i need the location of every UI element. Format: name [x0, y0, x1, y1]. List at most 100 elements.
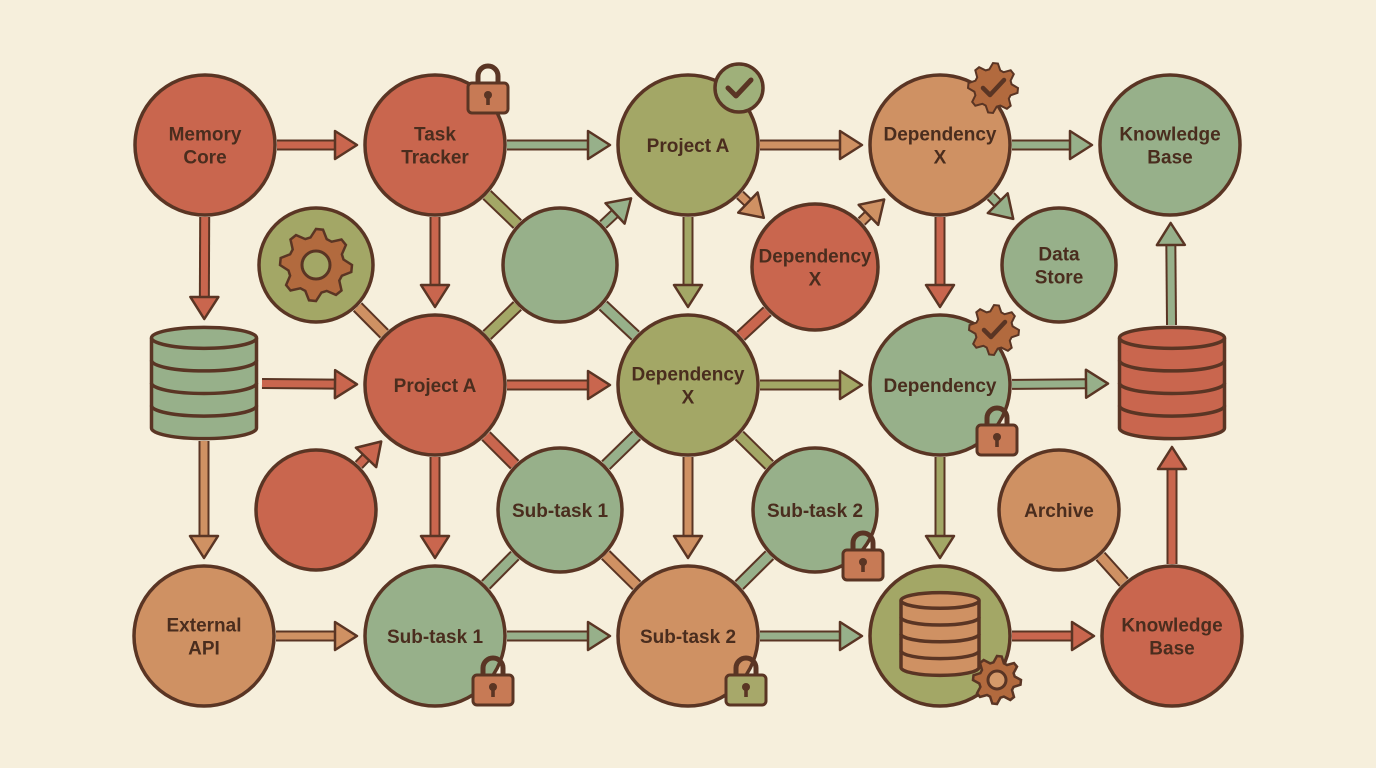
- node-subtask-2-mid-label: Sub-task 2: [767, 501, 863, 522]
- lock-icon: [471, 655, 515, 707]
- check-circle-icon: [713, 62, 765, 114]
- edge-green-unlabeled-to-project-a-top: [599, 197, 633, 229]
- databases-layer: [149, 325, 1227, 441]
- edge-knowledge-base-bottom-to-db-right: [1156, 445, 1188, 564]
- lock-icon: [724, 655, 768, 707]
- edge-green-unlabeled-to-dependency-x-center: [598, 300, 640, 341]
- edge-project-a-mid-to-dependency-x-center: [507, 369, 612, 401]
- node-dependency-x-top-label-line-1: Dependency: [884, 125, 997, 146]
- edge-subtask-2-bottom-to-db-node: [760, 620, 864, 652]
- node-knowledge-base-bottom-label-line-1: Knowledge: [1121, 616, 1222, 637]
- edge-green-unlabeled-to-project-a-mid: [482, 301, 522, 340]
- node-knowledge-base-bottom-label-line-2: Base: [1149, 639, 1194, 660]
- edge-gear-node-to-project-a-mid: [352, 302, 389, 339]
- lock-icon: [975, 405, 1019, 457]
- edge-memory-core-to-db-left: [189, 216, 220, 321]
- node-archive[interactable]: Archive: [997, 448, 1121, 572]
- badges-layer: [278, 61, 1023, 707]
- edge-subtask-1-bottom-to-subtask-2-bottom: [507, 620, 612, 652]
- node-unlabeled-red[interactable]: [254, 448, 378, 572]
- edge-subtask-1-mid-to-dependency-x-center: [601, 430, 642, 470]
- edge-db-left-to-project-a-mid: [261, 368, 359, 400]
- node-project-a-mid[interactable]: Project A: [363, 313, 507, 457]
- edge-project-a-top-to-dependency-x-mid: [736, 190, 766, 220]
- node-subtask-1-bottom-label: Sub-task 1: [387, 627, 484, 648]
- edge-red-unlabeled-to-project-a-mid: [354, 440, 383, 469]
- node-dependency-x-center-label-line-1: Dependency: [632, 365, 745, 386]
- edge-dependency-x-center-to-dependency: [760, 369, 864, 401]
- edge-dependency-x-center-to-subtask-2-mid: [734, 430, 774, 470]
- edge-project-a-top-to-dependency-x-center: [672, 217, 704, 309]
- edge-subtask-1-mid-to-subtask-1-bottom: [481, 550, 520, 590]
- edge-external-api-to-subtask-1-bottom: [276, 620, 359, 652]
- gear-icon: [971, 654, 1023, 706]
- node-knowledge-base-top-label-line-1: Knowledge: [1119, 125, 1220, 146]
- edge-dependency-x-mid-to-dependency-x-center: [736, 306, 772, 341]
- node-subtask-1-mid-label: Sub-task 1: [512, 501, 609, 522]
- database-left-icon: [149, 325, 259, 441]
- node-external-api-label-line-1: External: [167, 616, 242, 637]
- node-unlabeled-green[interactable]: [501, 206, 619, 324]
- edge-dependency-x-top-to-dependency: [924, 217, 956, 309]
- node-subtask-1-bottom[interactable]: Sub-task 1: [363, 564, 507, 708]
- node-subtask-2-bottom-label: Sub-task 2: [640, 627, 736, 648]
- node-dependency-label: Dependency: [884, 376, 997, 397]
- gear-check-icon: [966, 61, 1020, 115]
- node-external-api-label-line-2: API: [188, 639, 220, 660]
- edge-archive-to-knowledge-base-bottom: [1095, 551, 1129, 587]
- edge-dependency-x-top-to-data-store: [986, 192, 1015, 221]
- edge-dependency-to-db-right: [1011, 368, 1110, 399]
- edge-dependency-x-center-to-subtask-2-bottom: [672, 457, 704, 560]
- edge-subtask-1-mid-to-subtask-2-bottom: [601, 550, 642, 591]
- node-dependency-x-mid-label-line-2: X: [809, 270, 822, 291]
- edge-subtask-2-mid-to-subtask-2-bottom: [734, 550, 775, 590]
- edge-memory-core-to-task-tracker: [277, 129, 359, 161]
- node-data-store-label-line-2: Store: [1035, 268, 1084, 289]
- node-dependency-x-mid-label-line-1: Dependency: [759, 247, 872, 268]
- node-data-store-label-line-1: Data: [1038, 245, 1080, 266]
- gear-icon: [278, 227, 354, 303]
- edge-db-node-to-knowledge-base-bottom: [1012, 620, 1096, 652]
- node-knowledge-base-top-label-line-2: Base: [1147, 148, 1192, 169]
- lock-icon: [841, 530, 885, 582]
- node-subtask-2-mid[interactable]: Sub-task 2: [751, 446, 879, 574]
- edge-task-tracker-to-project-a-mid: [419, 217, 451, 309]
- node-database-circle[interactable]: [868, 564, 1012, 708]
- node-memory-core-label-line-1: Memory: [169, 125, 242, 146]
- edge-project-a-mid-to-subtask-1-mid: [481, 431, 520, 470]
- node-task-tracker-label-line-2: Tracker: [401, 148, 469, 169]
- node-dependency-x-center-label-line-2: X: [682, 388, 695, 409]
- edge-db-left-to-external-api: [188, 441, 220, 560]
- node-dependency[interactable]: Dependency: [868, 313, 1012, 457]
- lock-icon: [466, 63, 510, 115]
- database-icon: [899, 590, 981, 678]
- edge-task-tracker-to-green-unlabeled: [482, 190, 522, 229]
- edge-dependency-x-mid-to-dependency-x-top: [857, 198, 886, 227]
- database-right-icon: [1117, 325, 1227, 441]
- node-project-a-mid-label: Project A: [394, 376, 477, 397]
- node-subtask-2-bottom[interactable]: Sub-task 2: [616, 564, 760, 708]
- edge-db-right-to-knowledge-base-top: [1155, 221, 1187, 326]
- node-subtask-1-mid[interactable]: Sub-task 1: [496, 446, 624, 574]
- edge-task-tracker-to-project-a-top: [507, 129, 612, 161]
- edges-layer: [188, 129, 1188, 652]
- gear-check-icon: [967, 303, 1021, 357]
- edge-project-a-top-to-dependency-x-top: [760, 129, 864, 161]
- edge-dependency-to-db-node: [924, 457, 956, 560]
- node-project-a-top-label: Project A: [647, 136, 730, 157]
- node-project-a-top[interactable]: Project A: [616, 73, 760, 217]
- edge-project-a-mid-to-subtask-1-bottom: [419, 457, 451, 560]
- node-archive-label: Archive: [1024, 501, 1094, 522]
- edge-dependency-x-top-to-knowledge-base-top: [1012, 129, 1094, 161]
